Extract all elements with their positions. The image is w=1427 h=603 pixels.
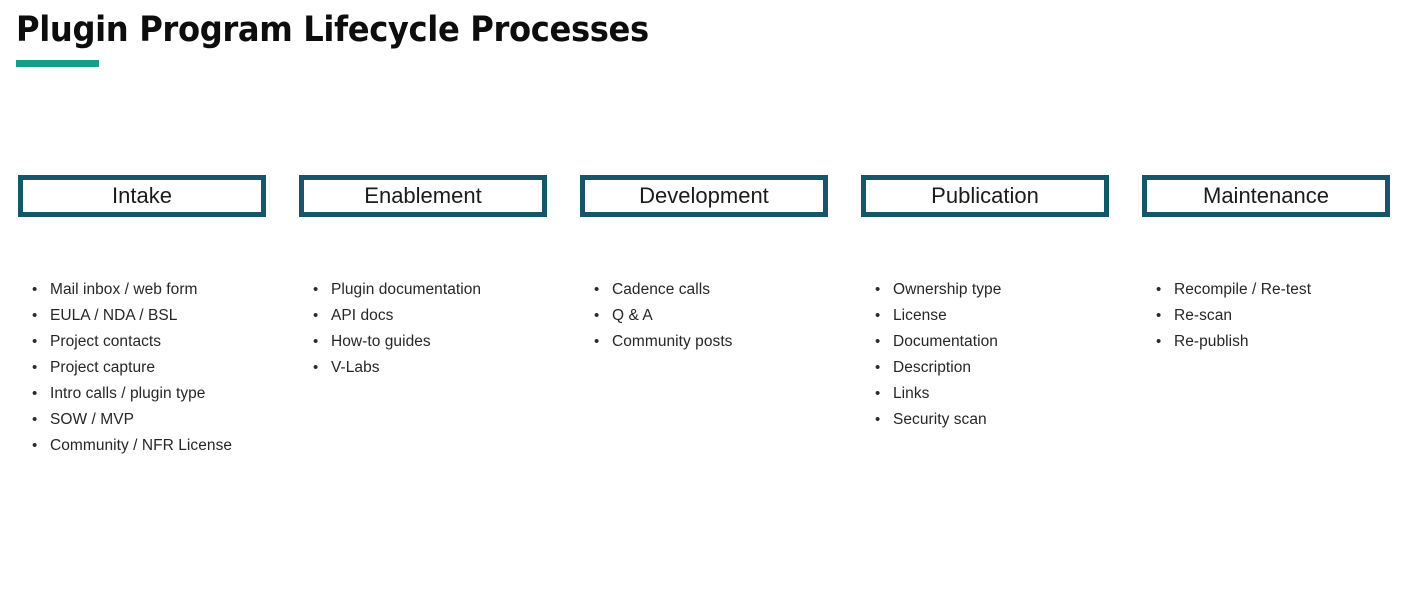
list-item-label: Intro calls / plugin type bbox=[50, 385, 206, 402]
bullet-icon: • bbox=[875, 281, 881, 298]
list-item: • Documentation bbox=[861, 329, 1109, 355]
list-item-label: Plugin documentation bbox=[331, 281, 482, 298]
bullet-icon: • bbox=[594, 333, 600, 350]
list-item-label: How-to guides bbox=[331, 333, 431, 350]
list-item: • Re-publish bbox=[1142, 329, 1390, 355]
bullet-icon: • bbox=[32, 281, 38, 298]
page-title: Plugin Program Lifecycle Processes bbox=[16, 10, 649, 50]
list-item: • API docs bbox=[299, 303, 547, 329]
list-item: • Mail inbox / web form bbox=[18, 277, 266, 303]
phase-column-enablement: Enablement • Plugin documentation • API … bbox=[299, 175, 547, 381]
bullet-icon: • bbox=[1156, 307, 1162, 324]
bullet-icon: • bbox=[313, 307, 319, 324]
bullet-icon: • bbox=[594, 281, 600, 298]
phase-header-enablement[interactable]: Enablement bbox=[299, 175, 547, 217]
list-item-label: SOW / MVP bbox=[50, 411, 134, 428]
list-item: • License bbox=[861, 303, 1109, 329]
list-item-label: Re-scan bbox=[1174, 307, 1233, 324]
bullet-icon: • bbox=[313, 333, 319, 350]
bullet-icon: • bbox=[313, 359, 319, 376]
list-item: • Ownership type bbox=[861, 277, 1109, 303]
list-item-label: Ownership type bbox=[893, 281, 1002, 298]
list-item-label: Project capture bbox=[50, 359, 155, 376]
lifecycle-phase-columns: Intake • Mail inbox / web form • EULA / … bbox=[18, 175, 1409, 459]
list-item: • Links bbox=[861, 381, 1109, 407]
list-item: • Project capture bbox=[18, 355, 266, 381]
bullet-icon: • bbox=[594, 307, 600, 324]
phase-item-list-publication: • Ownership type • License • Documentati… bbox=[861, 277, 1109, 433]
list-item: • Community posts bbox=[580, 329, 828, 355]
bullet-icon: • bbox=[32, 411, 38, 428]
phase-header-maintenance[interactable]: Maintenance bbox=[1142, 175, 1390, 217]
list-item: • SOW / MVP bbox=[18, 407, 266, 433]
list-item-label: Documentation bbox=[893, 333, 998, 350]
bullet-icon: • bbox=[313, 281, 319, 298]
list-item: • Recompile / Re-test bbox=[1142, 277, 1390, 303]
list-item-label: License bbox=[893, 307, 947, 324]
bullet-icon: • bbox=[875, 411, 881, 428]
phase-label: Intake bbox=[112, 183, 172, 208]
bullet-icon: • bbox=[1156, 333, 1162, 350]
phase-column-development: Development • Cadence calls • Q & A • Co… bbox=[580, 175, 828, 355]
bullet-icon: • bbox=[32, 437, 38, 454]
phase-label: Development bbox=[639, 183, 769, 208]
list-item-label: Community / NFR License bbox=[50, 437, 233, 454]
list-item: • Intro calls / plugin type bbox=[18, 381, 266, 407]
list-item-label: Links bbox=[893, 385, 930, 402]
list-item-label: Community posts bbox=[612, 333, 733, 350]
list-item: • Description bbox=[861, 355, 1109, 381]
list-item-label: Mail inbox / web form bbox=[50, 281, 198, 298]
bullet-icon: • bbox=[32, 333, 38, 350]
list-item-label: Project contacts bbox=[50, 333, 162, 350]
bullet-icon: • bbox=[1156, 281, 1162, 298]
list-item: • Community / NFR License bbox=[18, 433, 266, 459]
list-item-label: Re-publish bbox=[1174, 333, 1249, 350]
list-item: • Cadence calls bbox=[580, 277, 828, 303]
bullet-icon: • bbox=[875, 359, 881, 376]
title-accent-bar bbox=[16, 60, 99, 67]
bullet-icon: • bbox=[875, 385, 881, 402]
list-item-label: Security scan bbox=[893, 411, 987, 428]
phase-label: Publication bbox=[931, 183, 1039, 208]
list-item: • Q & A bbox=[580, 303, 828, 329]
phase-column-publication: Publication • Ownership type • License •… bbox=[861, 175, 1109, 433]
bullet-icon: • bbox=[875, 333, 881, 350]
list-item: • Plugin documentation bbox=[299, 277, 547, 303]
list-item-label: API docs bbox=[331, 307, 394, 324]
phase-header-intake[interactable]: Intake bbox=[18, 175, 266, 217]
bullet-icon: • bbox=[875, 307, 881, 324]
phase-item-list-maintenance: • Recompile / Re-test • Re-scan • Re-pub… bbox=[1142, 277, 1390, 355]
list-item-label: Recompile / Re-test bbox=[1174, 281, 1312, 298]
phase-column-intake: Intake • Mail inbox / web form • EULA / … bbox=[18, 175, 266, 459]
list-item: • Project contacts bbox=[18, 329, 266, 355]
list-item-label: Cadence calls bbox=[612, 281, 711, 298]
list-item-label: Description bbox=[893, 359, 972, 376]
phase-header-development[interactable]: Development bbox=[580, 175, 828, 217]
bullet-icon: • bbox=[32, 307, 38, 324]
list-item-label: V-Labs bbox=[331, 359, 380, 376]
bullet-icon: • bbox=[32, 385, 38, 402]
phase-item-list-intake: • Mail inbox / web form • EULA / NDA / B… bbox=[18, 277, 266, 459]
phase-item-list-development: • Cadence calls • Q & A • Community post… bbox=[580, 277, 828, 355]
list-item-label: Q & A bbox=[612, 307, 653, 324]
list-item: • Security scan bbox=[861, 407, 1109, 433]
list-item: • Re-scan bbox=[1142, 303, 1390, 329]
list-item: • V-Labs bbox=[299, 355, 547, 381]
phase-label: Maintenance bbox=[1203, 183, 1329, 208]
list-item: • How-to guides bbox=[299, 329, 547, 355]
list-item-label: EULA / NDA / BSL bbox=[50, 307, 178, 324]
phase-label: Enablement bbox=[364, 183, 482, 208]
phase-item-list-enablement: • Plugin documentation • API docs • How-… bbox=[299, 277, 547, 381]
phase-header-publication[interactable]: Publication bbox=[861, 175, 1109, 217]
list-item: • EULA / NDA / BSL bbox=[18, 303, 266, 329]
phase-column-maintenance: Maintenance • Recompile / Re-test • Re-s… bbox=[1142, 175, 1390, 355]
bullet-icon: • bbox=[32, 359, 38, 376]
